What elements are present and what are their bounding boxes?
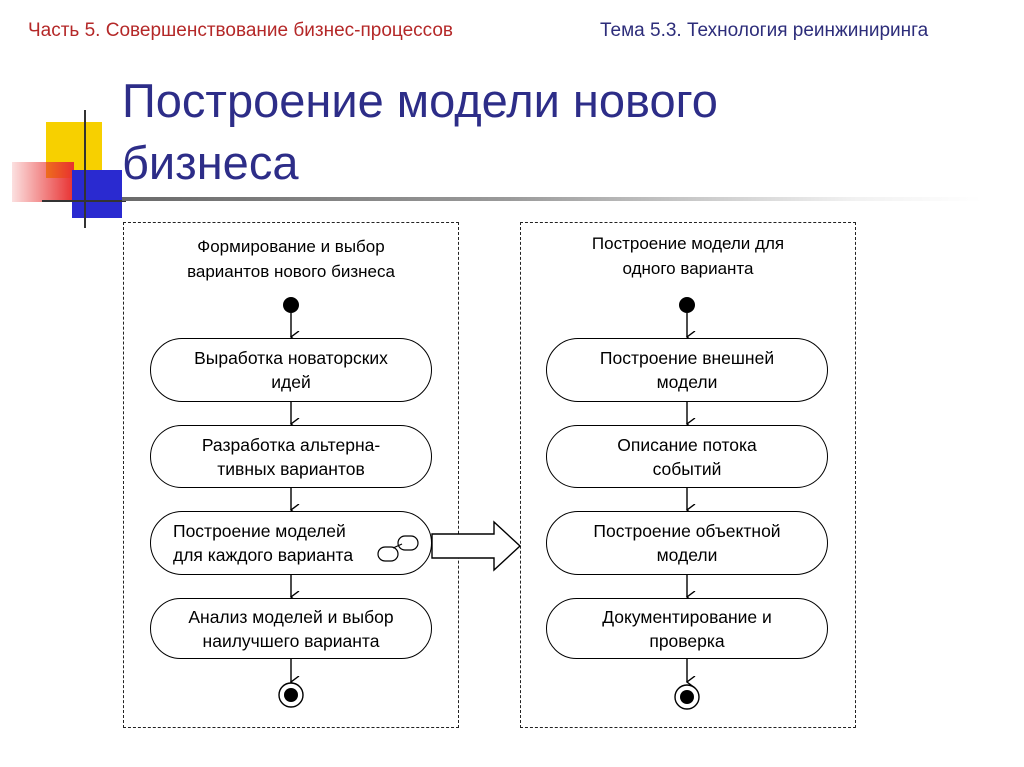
page-title: Построение модели нового бизнеса xyxy=(122,74,718,189)
left-step-2: Разработка альтерна- тивных вариантов xyxy=(150,425,432,488)
left-end-node-dot xyxy=(284,688,298,702)
decor-red-square xyxy=(12,162,74,202)
right-step-1: Построение внешней модели xyxy=(546,338,828,402)
left-step-3: Построение моделей для каждого варианта xyxy=(150,511,432,575)
left-step-3-label: Построение моделей для каждого варианта xyxy=(173,521,354,565)
right-step-2: Описание потока событий xyxy=(546,425,828,488)
section-header-part: Часть 5. Совершенствование бизнес-процес… xyxy=(28,20,454,41)
panel-right: Построение модели для одного варианта xyxy=(520,222,856,728)
decor-horizontal-line xyxy=(42,200,126,202)
panel-transition-arrow xyxy=(431,520,522,572)
left-step-4: Анализ моделей и выбор наилучшего вариан… xyxy=(150,598,432,659)
right-step-4: Документирование и проверка xyxy=(546,598,828,659)
left-start-node xyxy=(283,297,299,313)
panel-left-title: Формирование и выбор вариантов нового би… xyxy=(187,237,395,281)
panel-left: Формирование и выбор вариантов нового би… xyxy=(123,222,459,728)
right-step-3: Построение объектной модели xyxy=(546,511,828,575)
title-underline xyxy=(122,197,982,201)
right-start-node xyxy=(679,297,695,313)
decor-blue-square xyxy=(72,170,122,218)
panel-right-title: Построение модели для одного варианта xyxy=(591,234,785,278)
section-header-topic: Тема 5.3. Технология реинжиниринга xyxy=(600,20,929,41)
left-step-1: Выработка новаторских идей xyxy=(150,338,432,402)
decor-vertical-line xyxy=(84,110,86,228)
right-end-node-dot xyxy=(680,690,694,704)
